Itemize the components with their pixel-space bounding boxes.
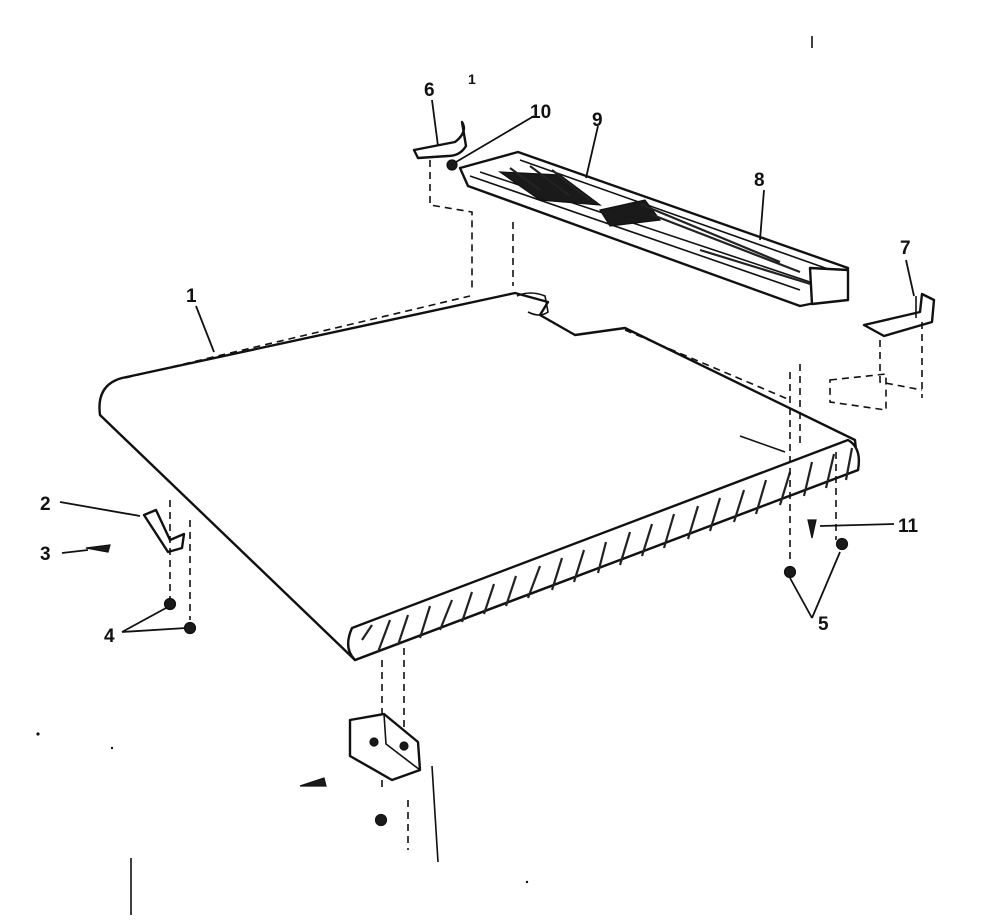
scan-dot bbox=[110, 746, 114, 750]
bracket-part-7 bbox=[829, 292, 936, 411]
callout-2: 2 bbox=[40, 494, 51, 515]
callout-7: 7 bbox=[900, 238, 911, 259]
callout-8: 8 bbox=[754, 170, 765, 191]
scan-dot bbox=[525, 880, 529, 884]
table-top-panel bbox=[98, 291, 861, 662]
left-clip-assembly bbox=[85, 500, 197, 635]
callout-1: 1 bbox=[186, 286, 197, 307]
callout-5: 5 bbox=[818, 614, 829, 635]
callout-4: 4 bbox=[104, 626, 115, 647]
callout-9: 9 bbox=[592, 110, 603, 131]
front-foot-bracket bbox=[299, 648, 439, 863]
callout-6: 6 bbox=[424, 80, 435, 101]
slide-rail-assembly bbox=[458, 150, 850, 308]
leader-lines bbox=[59, 99, 915, 633]
bracket-part-6 bbox=[412, 120, 514, 292]
callout-10: 10 bbox=[530, 102, 551, 123]
callout-1-secondary: 1 bbox=[468, 71, 476, 87]
callout-3: 3 bbox=[40, 544, 51, 565]
scan-dot bbox=[36, 732, 40, 736]
callout-11: 11 bbox=[898, 516, 919, 537]
